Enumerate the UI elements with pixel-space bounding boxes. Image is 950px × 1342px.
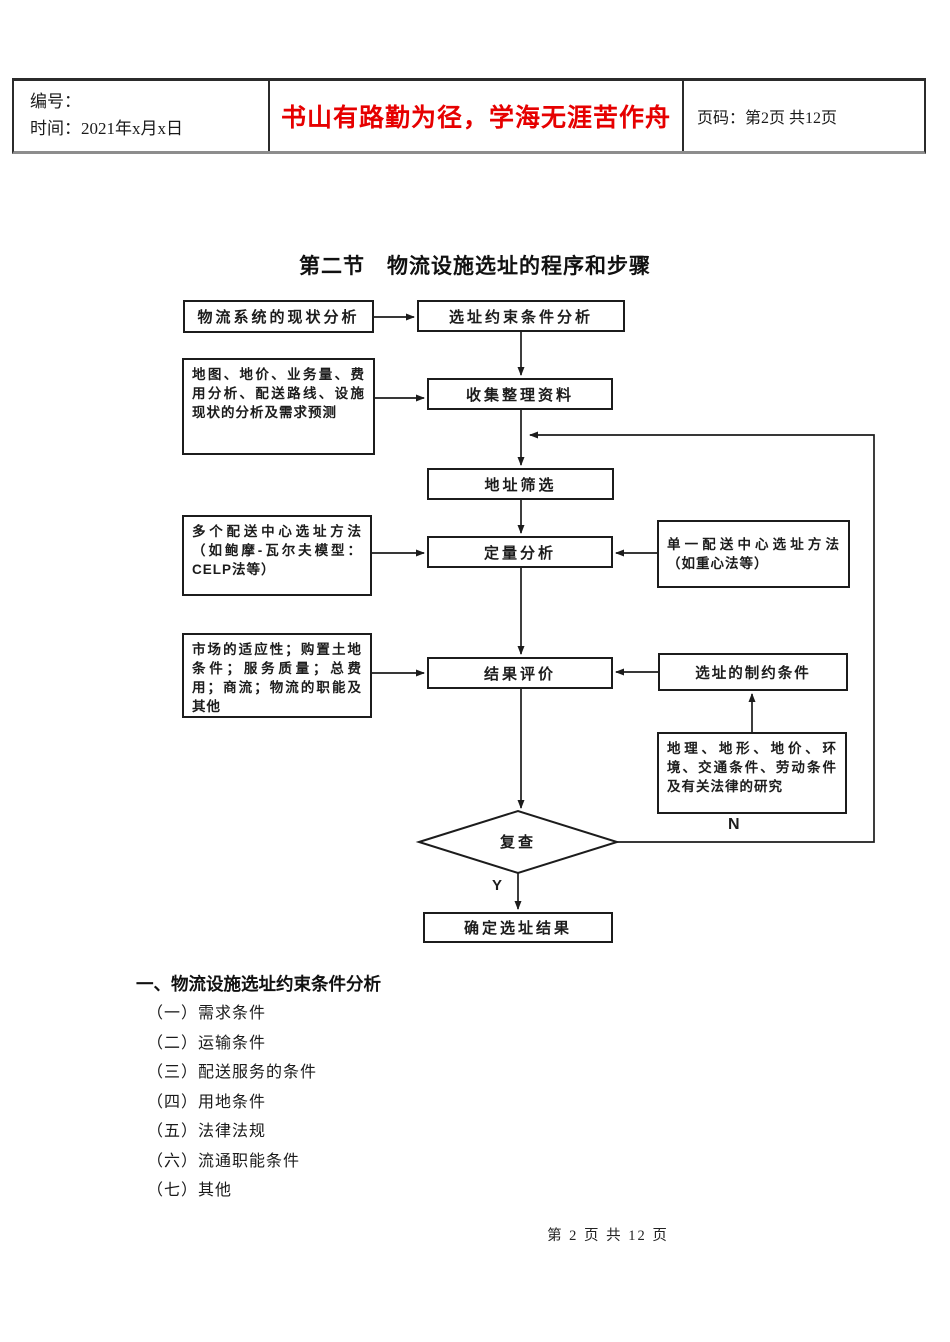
flow-box-geo-research: 地理、地形、地价、环境、交通条件、劳动条件及有关法律的研究 (657, 732, 847, 814)
flow-box-screening: 地址筛选 (427, 468, 614, 500)
flow-box-multi-method: 多个配送中心选址方法（如鲍摩-瓦尔夫模型：CELP法等） (182, 515, 372, 596)
flow-box-status-analysis: 物流系统的现状分析 (183, 300, 374, 333)
list-item: （一）需求条件 (147, 1005, 267, 1022)
doc-number-label: 编号： (30, 92, 81, 111)
label-no: N (728, 816, 740, 833)
list-item: （六）流通职能条件 (147, 1152, 301, 1170)
motto-text: 书山有路勤为径，学海无涯苦作舟 (280, 105, 671, 132)
page-number-label: 页码：第2页 共12页 (697, 110, 838, 127)
header-table: 编号： 时间：2021年x月x日 书山有路勤为径，学海无涯苦作舟 页码：第2页 … (12, 78, 926, 154)
page-title: 第二节 物流设施选址的程序和步骤 (299, 255, 651, 278)
list-item: （四）用地条件 (147, 1093, 267, 1111)
decision-diamond (415, 809, 621, 875)
flow-box-constraints: 选址的制约条件 (658, 653, 848, 691)
flow-box-evaluation: 结果评价 (427, 657, 613, 689)
page-footer: 第 2 页 共 12 页 (547, 1228, 669, 1244)
header-motto-cell: 书山有路勤为径，学海无涯苦作舟 (270, 81, 684, 151)
list-item: （三）配送服务的条件 (147, 1064, 318, 1081)
flow-box-data-inputs: 地图、地价、业务量、费用分析、配送路线、设施现状的分析及需求预测 (182, 358, 375, 455)
flow-box-single-method: 单一配送中心选址方法（如重心法等） (657, 520, 850, 588)
label-yes: Y (492, 877, 503, 894)
list-item: （五）法律法规 (147, 1123, 267, 1140)
flow-box-market-factors: 市场的适应性；购置土地条件；服务质量；总费用；商流；物流的职能及其他 (182, 633, 372, 718)
flow-box-confirm: 确定选址结果 (423, 912, 613, 943)
doc-date-label: 时间：2021年x月x日 (30, 119, 183, 138)
flow-box-collect: 收集整理资料 (427, 378, 613, 410)
section-list: （一）需求条件 （二）运输条件 （三）配送服务的条件 （四）用地条件 （五）法律… (147, 999, 317, 1206)
list-item: （二）运输条件 (147, 1034, 267, 1052)
list-item: （七）其他 (147, 1182, 233, 1199)
flow-decision-review: 复查 (499, 834, 536, 851)
header-meta-cell: 编号： 时间：2021年x月x日 (14, 81, 270, 151)
section-heading: 一、物流设施选址约束条件分析 (136, 974, 381, 994)
flow-box-constraint-analysis: 选址约束条件分析 (417, 300, 625, 332)
header-page-cell: 页码：第2页 共12页 (684, 81, 924, 151)
flow-box-quantitative: 定量分析 (427, 536, 613, 568)
